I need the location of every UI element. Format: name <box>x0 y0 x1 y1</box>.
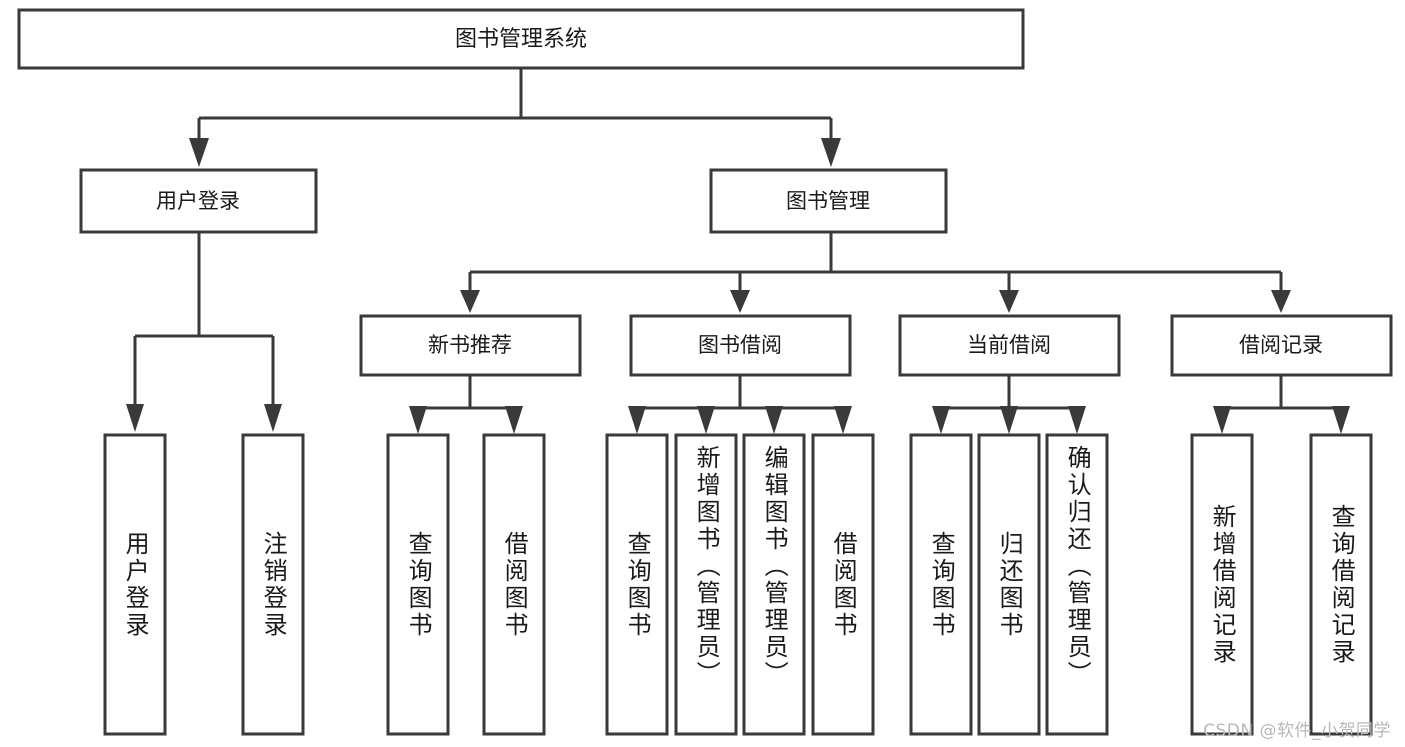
node-borrow-record-label: 借阅记录 <box>1239 333 1323 357</box>
arrow-root-to-book-manage <box>821 138 841 167</box>
arrow-root-to-user-login <box>189 138 209 167</box>
node-layer: 图书管理系统 用户登录 图书管理 新书推荐 图书借阅 当前借阅 借阅记录 <box>17 8 1393 736</box>
arrow-new-book-leaf-1 <box>409 406 427 434</box>
arrow-user-login-leaf-1 <box>126 404 144 432</box>
node-root-box[interactable] <box>17 8 1025 70</box>
node-current-borrow-label: 当前借阅 <box>967 333 1051 357</box>
node-current-borrow-box[interactable] <box>898 314 1121 377</box>
node-borrow-record-box[interactable] <box>1170 314 1393 377</box>
node-leaf-box-current-borrow-3[interactable] <box>1045 433 1109 736</box>
node-leaf-box-current-borrow-2[interactable] <box>977 433 1041 736</box>
arrow-borrow-record-leaf-1 <box>1213 406 1231 434</box>
node-leaf-box-book-borrow-3[interactable] <box>742 433 806 736</box>
node-new-book-recommend-label: 新书推荐 <box>428 333 512 357</box>
arrow-user-login-leaf-2 <box>264 404 282 432</box>
arrow-book-manage-to-new-book <box>460 290 480 313</box>
arrow-current-borrow-leaf-3 <box>1068 406 1086 434</box>
node-leaf-box-borrow-record-1[interactable] <box>1190 433 1254 736</box>
node-leaf-box-book-borrow-2[interactable] <box>674 433 738 736</box>
arrow-book-borrow-leaf-3 <box>765 406 783 434</box>
node-leaf-box-current-borrow-1[interactable] <box>909 433 973 736</box>
node-book-borrow-box[interactable] <box>629 314 852 377</box>
arrow-book-borrow-leaf-4 <box>834 406 852 434</box>
arrow-book-borrow-leaf-2 <box>697 406 715 434</box>
node-leaf-box-user-login-1[interactable] <box>103 433 167 736</box>
arrow-new-book-leaf-2 <box>505 406 523 434</box>
watermark-text: CSDN @软件_小贺同学 <box>1203 721 1391 741</box>
arrow-book-manage-to-current-borrow <box>999 290 1019 313</box>
node-leaf-box-new-book-1[interactable] <box>386 433 450 736</box>
node-book-borrow-label: 图书借阅 <box>698 333 782 357</box>
node-user-login-label: 用户登录 <box>156 189 240 213</box>
arrow-current-borrow-leaf-1 <box>932 406 950 434</box>
connector-layer <box>126 68 1350 434</box>
arrow-book-manage-to-book-borrow <box>730 290 750 313</box>
node-book-manage-box[interactable] <box>709 168 948 234</box>
node-new-book-recommend-box[interactable] <box>359 314 582 377</box>
node-leaf-box-book-borrow-1[interactable] <box>605 433 669 736</box>
arrow-book-borrow-leaf-1 <box>628 406 646 434</box>
arrow-borrow-record-leaf-2 <box>1332 406 1350 434</box>
node-leaf-box-borrow-record-2[interactable] <box>1309 433 1373 736</box>
node-leaf-box-user-login-2[interactable] <box>241 433 305 736</box>
node-root-label: 图书管理系统 <box>455 27 587 52</box>
arrow-current-borrow-leaf-2 <box>1000 406 1018 434</box>
node-user-login-box[interactable] <box>79 168 318 234</box>
node-book-manage-label: 图书管理 <box>786 189 870 213</box>
node-leaf-box-new-book-2[interactable] <box>482 433 546 736</box>
arrow-book-manage-to-borrow-record <box>1271 290 1291 313</box>
node-leaf-box-book-borrow-4[interactable] <box>811 433 875 736</box>
